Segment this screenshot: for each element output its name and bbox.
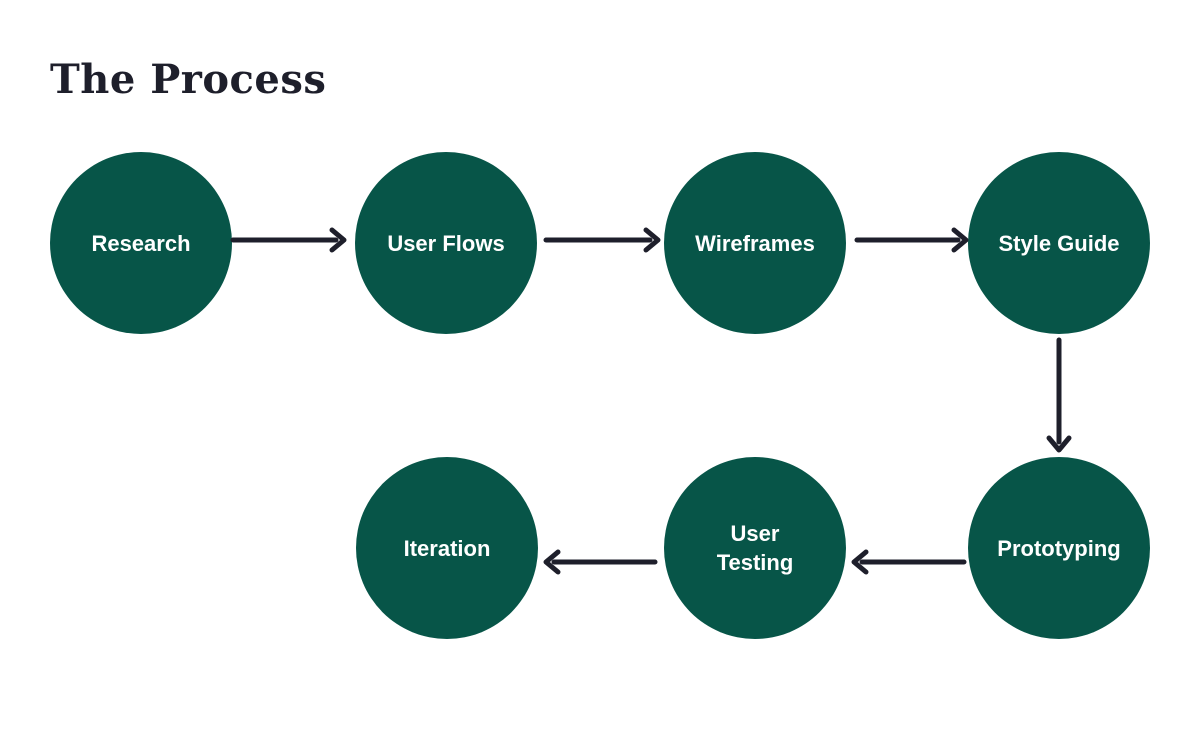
step-node-user-flows: User Flows: [355, 152, 537, 334]
step-node-prototyping: Prototyping: [968, 457, 1150, 639]
step-node-style-guide: Style Guide: [968, 152, 1150, 334]
arrow-style-guide-to-prototyping: [1046, 337, 1072, 453]
arrow-wireframes-to-style-guide: [854, 227, 969, 253]
step-label-prototyping: Prototyping: [997, 535, 1121, 561]
step-label-research: Research: [91, 230, 191, 256]
arrow-research-to-user-flows: [230, 227, 347, 253]
step-label-user-testing: User Testing: [716, 521, 794, 575]
step-label-style-guide: Style Guide: [998, 230, 1120, 256]
step-node-research: Research: [50, 152, 232, 334]
step-node-wireframes: Wireframes: [664, 152, 846, 334]
arrow-user-testing-to-iteration: [543, 549, 658, 575]
step-node-user-testing: User Testing: [664, 457, 846, 639]
arrow-user-flows-to-wireframes: [543, 227, 661, 253]
step-node-iteration: Iteration: [356, 457, 538, 639]
step-label-iteration: Iteration: [403, 535, 491, 561]
step-label-user-flows: User Flows: [387, 230, 505, 256]
diagram-title: The Process: [50, 56, 327, 103]
step-label-wireframes: Wireframes: [695, 230, 815, 256]
arrow-prototyping-to-user-testing: [851, 549, 967, 575]
